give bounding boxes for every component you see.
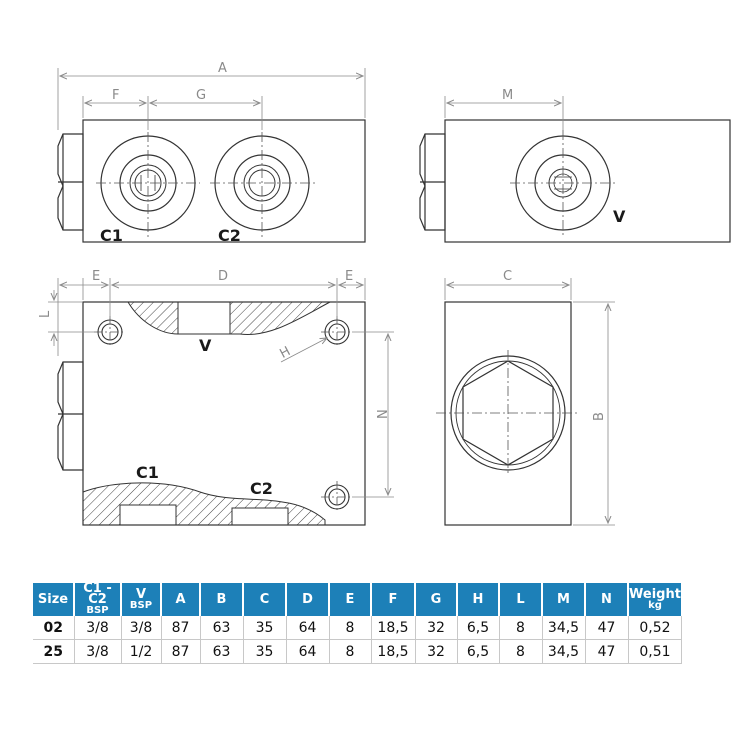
header-main-label: G [430, 592, 442, 607]
header-sub-label: BSP [129, 599, 153, 611]
table-cell: 87 [161, 616, 201, 640]
table-cell: 18,5 [371, 616, 416, 640]
table-cell: 02 [33, 616, 75, 640]
end-view-centerlines [436, 350, 580, 476]
table-cell: 47 [585, 639, 629, 664]
header-main-label: H [472, 592, 484, 607]
table-header-cell: Size [33, 583, 75, 616]
dim-label-E-right: E [345, 269, 353, 284]
table-cell: 3/8 [74, 616, 122, 640]
end-dimensions [444, 278, 615, 526]
side-dimensions [444, 96, 564, 130]
dim-label-N: N [376, 409, 391, 419]
table-cell: 34,5 [542, 616, 586, 640]
side-view-centerlines [510, 130, 618, 238]
header-main-label: F [388, 592, 398, 607]
table-cell: 3/8 [74, 639, 122, 664]
table-header-cell: H [457, 583, 500, 616]
header-main-label: C1 - C2 [83, 581, 112, 607]
table-cell: 0,52 [628, 616, 683, 640]
top-dimensions [57, 68, 366, 130]
table-cell: 0,51 [628, 639, 683, 664]
table-cell: 18,5 [371, 639, 416, 664]
dim-label-D: D [218, 269, 228, 284]
table-cell: 35 [243, 616, 287, 640]
front-dimensions [48, 278, 394, 498]
dim-label-E-left: E [92, 269, 100, 284]
header-main-label: Weight [629, 586, 681, 602]
header-main-label: A [175, 592, 186, 607]
port-label-c2-front: C2 [250, 479, 273, 498]
table-cell: 63 [200, 616, 244, 640]
header-sub-label: kg [648, 599, 662, 611]
table-header-cell: M [542, 583, 586, 616]
dim-label-C: C [503, 269, 512, 284]
header-main-label: E [345, 592, 355, 607]
table-header-cell: G [415, 583, 458, 616]
table-cell: 6,5 [457, 616, 500, 640]
header-main-label: C [259, 592, 270, 607]
table-cell: 63 [200, 639, 244, 664]
table-cell: 3/8 [121, 616, 162, 640]
header-main-label: B [216, 592, 227, 607]
dim-label-B: B [592, 412, 607, 421]
port-label-c2-top: C2 [218, 226, 241, 245]
table-header-cell: L [499, 583, 543, 616]
port-label-c1-front: C1 [136, 463, 159, 482]
header-main-label: Size [37, 592, 69, 607]
front-section-view [57, 301, 366, 526]
table-header-cell: E [329, 583, 372, 616]
dim-label-M: M [502, 88, 513, 103]
dim-label-F: F [112, 88, 119, 103]
header-main-label: N [601, 592, 612, 607]
header-main-label: M [557, 592, 570, 607]
table-header-cell: B [200, 583, 244, 616]
table-header-cell: A [161, 583, 201, 616]
header-main-label: L [516, 592, 525, 607]
header-main-label: D [302, 592, 313, 607]
table-cell: 25 [33, 639, 75, 664]
dim-label-G: G [196, 88, 206, 103]
table-cell: 1/2 [121, 639, 162, 664]
table-cell: 8 [499, 639, 543, 664]
table-header-cell: C [243, 583, 287, 616]
dim-label-A: A [218, 61, 227, 76]
front-centerlines [94, 316, 353, 513]
table-cell: 32 [415, 639, 458, 664]
table-cell: 8 [499, 616, 543, 640]
table-header-cell: F [371, 583, 416, 616]
hatch-bottom [82, 482, 326, 526]
table-cell: 8 [329, 616, 372, 640]
table-header-cell: N [585, 583, 629, 616]
port-label-c1-top: C1 [100, 226, 123, 245]
dim-label-L: L [38, 310, 53, 318]
table-cell: 64 [286, 616, 330, 640]
table-cell: 6,5 [457, 639, 500, 664]
table-cell: 64 [286, 639, 330, 664]
side-view [419, 119, 731, 243]
table-cell: 87 [161, 639, 201, 664]
table-cell: 34,5 [542, 639, 586, 664]
port-label-v-front: V [199, 336, 212, 355]
top-view [57, 119, 366, 243]
dim-label-H: H [277, 344, 293, 362]
top-view-centerlines [96, 132, 315, 238]
header-sub-label: BSP [86, 605, 109, 616]
technical-drawing: A F G C1 C2 M V [38, 61, 731, 526]
table-cell: 35 [243, 639, 287, 664]
header-main-label: V [135, 586, 147, 602]
port-label-v-side: V [613, 207, 626, 226]
table-cell: 8 [329, 639, 372, 664]
table-cell: 47 [585, 616, 629, 640]
table-header-cell: D [286, 583, 330, 616]
table-cell: 32 [415, 616, 458, 640]
